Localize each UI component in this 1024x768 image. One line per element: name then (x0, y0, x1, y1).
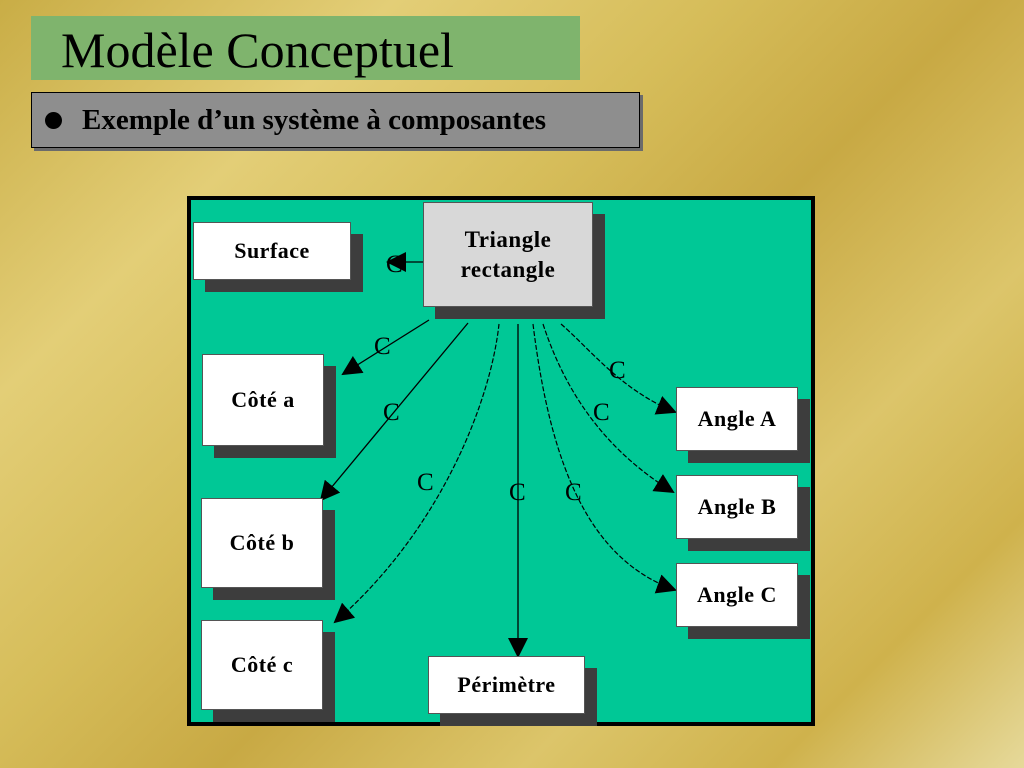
node-cote-c: Côté c (201, 620, 323, 710)
node-cote-b: Côté b (201, 498, 323, 588)
connection-label-cote-c: C (417, 469, 434, 496)
connector-angle-c (532, 323, 677, 594)
node-surface: Surface (193, 222, 351, 280)
node-angle-b: Angle B (676, 475, 798, 539)
connection-label-angle-b: C (593, 399, 610, 426)
slide-title: Modèle Conceptuel (61, 22, 454, 78)
connections-layer (319, 252, 677, 658)
connector-angle-a (560, 323, 677, 415)
subtitle-banner: Exemple d’un système à composantes (31, 92, 640, 148)
bullet-icon (45, 112, 62, 129)
connector-cote-b (319, 322, 469, 502)
node-triangle-rectangle: Triangle rectangle (423, 202, 593, 307)
title-banner: Modèle Conceptuel (31, 16, 580, 80)
component-diagram: Triangle rectangle Surface Côté a Côté b… (187, 196, 815, 726)
node-perimetre: Périmètre (428, 656, 585, 714)
slide-subtitle: Exemple d’un système à composantes (82, 104, 546, 136)
connection-label-cote-b: C (383, 399, 400, 426)
connection-label-angle-a: C (609, 357, 626, 384)
connector-angle-b (542, 323, 675, 494)
connector-cote-a (341, 319, 430, 376)
connector-cote-c (333, 323, 500, 624)
node-cote-a: Côté a (202, 354, 324, 446)
node-angle-a: Angle A (676, 387, 798, 451)
connection-label-perimetre: C (509, 479, 526, 506)
connection-label-angle-c: C (565, 479, 582, 506)
connection-label-surface: C (386, 251, 403, 278)
node-angle-c: Angle C (676, 563, 798, 627)
connection-label-cote-a: C (374, 333, 391, 360)
